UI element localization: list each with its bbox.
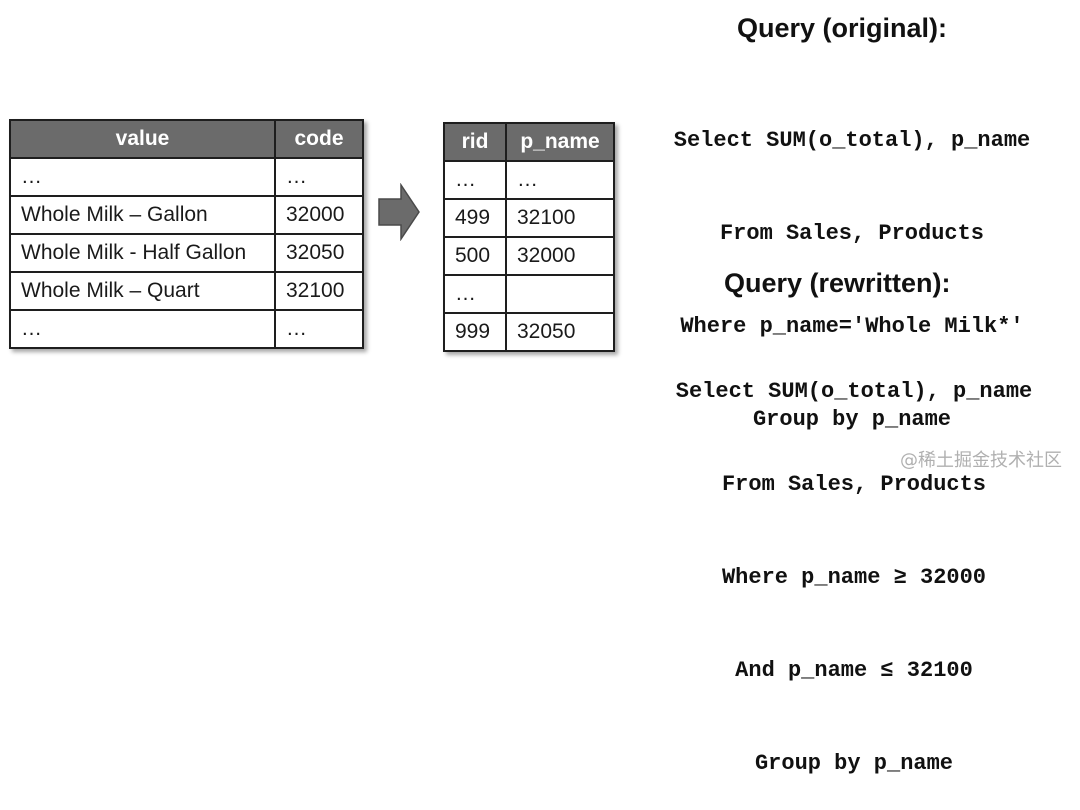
rewritten-query-line: From Sales, Products xyxy=(721,472,987,497)
rewritten-query-title: Query (rewritten): xyxy=(724,268,951,298)
table-row: 499 32100 xyxy=(443,198,615,238)
table-row: … xyxy=(443,274,615,314)
fact-cell-p-name: 32100 xyxy=(505,198,615,238)
table-row: Whole Milk – Gallon 32000 xyxy=(9,195,364,235)
rewritten-query-line: Where p_name ≥ 32000 xyxy=(721,565,987,590)
original-query-line: Group by p_name xyxy=(752,407,952,432)
fact-cell-rid: 999 xyxy=(443,312,507,352)
fact-table: rid p_name … … 499 32100 500 32000 … 999… xyxy=(443,122,615,352)
table-row: … … xyxy=(9,309,364,349)
dictionary-cell-value: Whole Milk – Quart xyxy=(9,271,276,311)
rewritten-query-line: Select SUM(o_total), p_name xyxy=(675,379,1033,404)
fact-cell-rid: 500 xyxy=(443,236,507,276)
table-row: Whole Milk - Half Gallon 32050 xyxy=(9,233,364,273)
dictionary-header-code: code xyxy=(274,119,364,159)
rewritten-query-code: Select SUM(o_total), p_name From Sales, … xyxy=(634,314,1074,810)
table-row: 999 32050 xyxy=(443,312,615,352)
original-query-line: Where p_name='Whole Milk*' xyxy=(680,314,1024,339)
table-row: … … xyxy=(443,160,615,200)
fact-cell-p-name xyxy=(505,274,615,314)
fact-header-rid: rid xyxy=(443,122,507,162)
right-arrow-icon xyxy=(378,183,420,241)
fact-header-row: rid p_name xyxy=(443,122,615,162)
original-query-line: From Sales, Products xyxy=(719,221,985,246)
original-query-line: Select SUM(o_total), p_name xyxy=(673,128,1031,153)
fact-cell-p-name: 32000 xyxy=(505,236,615,276)
fact-header-p-name: p_name xyxy=(505,122,615,162)
fact-cell-rid: … xyxy=(443,160,507,200)
dictionary-cell-value: … xyxy=(9,157,276,197)
dictionary-cell-code: … xyxy=(274,309,364,349)
dictionary-cell-code: … xyxy=(274,157,364,197)
table-row: … … xyxy=(9,157,364,197)
dictionary-table: value code … … Whole Milk – Gallon 32000… xyxy=(9,119,364,349)
table-row: Whole Milk – Quart 32100 xyxy=(9,271,364,311)
dictionary-header-value: value xyxy=(9,119,276,159)
dictionary-cell-value: Whole Milk – Gallon xyxy=(9,195,276,235)
dictionary-cell-code: 32050 xyxy=(274,233,364,273)
original-query-title: Query (original): xyxy=(737,13,948,43)
watermark: @稀土掘金技术社区 xyxy=(900,450,1062,471)
rewritten-query-line: And p_name ≤ 32100 xyxy=(735,658,973,683)
fact-cell-rid: 499 xyxy=(443,198,507,238)
original-query-code: Select SUM(o_total), p_name From Sales, … xyxy=(632,63,1072,466)
dictionary-header-row: value code xyxy=(9,119,364,159)
fact-cell-rid: … xyxy=(443,274,507,314)
rewritten-query-line: Group by p_name xyxy=(754,751,954,776)
dictionary-cell-value: … xyxy=(9,309,276,349)
dictionary-cell-code: 32000 xyxy=(274,195,364,235)
table-row: 500 32000 xyxy=(443,236,615,276)
dictionary-cell-code: 32100 xyxy=(274,271,364,311)
dictionary-cell-value: Whole Milk - Half Gallon xyxy=(9,233,276,273)
fact-cell-p-name: 32050 xyxy=(505,312,615,352)
fact-cell-p-name: … xyxy=(505,160,615,200)
